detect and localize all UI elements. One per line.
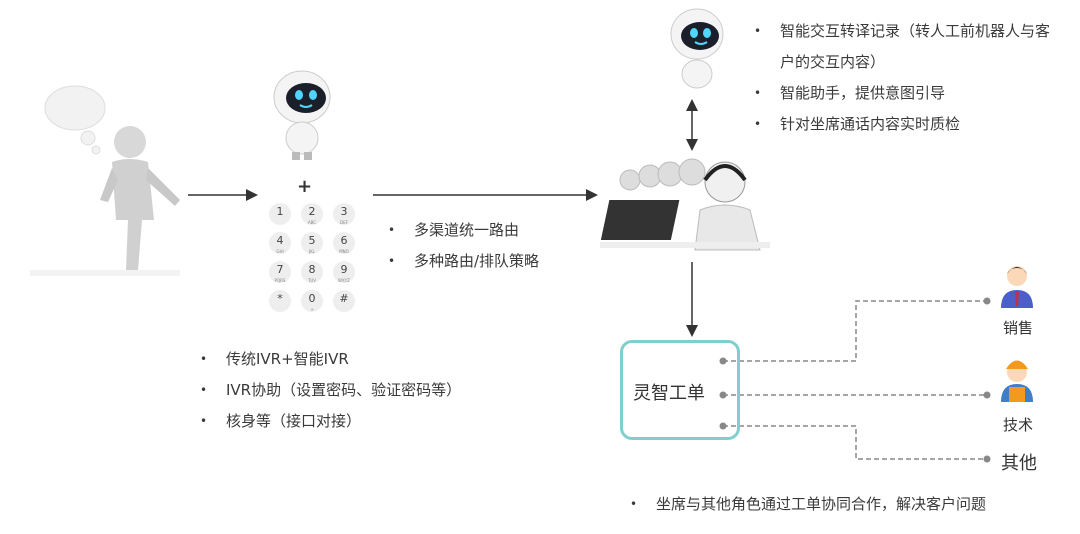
routing-features-list: 多渠道统一路由 多种路由/排队策略	[386, 215, 539, 277]
key-digit: 4	[276, 234, 284, 247]
ivr-feature: 核身等（接口对接）	[198, 406, 461, 437]
dashed-link-sales	[723, 300, 987, 362]
key-letters: PQRS	[274, 278, 286, 283]
key-digit: #	[339, 292, 349, 305]
keypad-key: 0+	[301, 290, 323, 312]
key-letters: DEF	[340, 220, 348, 225]
keypad-key: *	[269, 290, 291, 312]
keypad-key: #	[333, 290, 355, 312]
keypad-plus: +	[297, 176, 313, 197]
technician-icon	[1001, 360, 1033, 402]
key-digit: *	[277, 292, 283, 305]
work-order-box: 灵智工单	[620, 340, 740, 440]
ivr-feature: IVR协助（设置密码、验证密码等）	[198, 375, 461, 406]
key-digit: 3	[340, 205, 348, 218]
collaboration-note: 坐席与其他角色通过工单协同合作，解决客户问题	[628, 489, 986, 520]
key-digit: 9	[340, 263, 348, 276]
dashed-link-other	[723, 425, 987, 460]
customer-figure-icon	[30, 85, 180, 276]
robot-features-list: 智能交互转译记录（转人工前机器人与客户的交互内容） 智能助手，提供意图引导 针对…	[752, 16, 1062, 140]
key-digit: 5	[308, 234, 316, 247]
key-letters: +	[310, 307, 314, 312]
ivr-feature: 传统IVR+智能IVR	[198, 344, 461, 375]
role-other: 其他	[1001, 453, 1037, 474]
key-letters: WXYZ	[338, 278, 350, 283]
keypad-key: 1	[269, 203, 291, 225]
key-digit: 8	[308, 263, 316, 276]
key-letters: JKL	[308, 249, 316, 254]
routing-feature: 多种路由/排队策略	[386, 246, 539, 277]
role-sales: 销售	[1003, 319, 1034, 337]
role-tech: 技术	[1003, 416, 1034, 434]
key-digit: 2	[308, 205, 316, 218]
key-letters: TUV	[307, 278, 317, 283]
key-letters: MNO	[339, 249, 349, 254]
work-order-label: 灵智工单	[633, 383, 705, 404]
robot-feature: 针对坐席通话内容实时质检	[752, 109, 1062, 140]
sales-person-icon	[1001, 266, 1033, 308]
key-digit: 6	[340, 234, 348, 247]
robot-feature: 智能交互转译记录（转人工前机器人与客户的交互内容）	[752, 16, 1062, 78]
robot-feature: 智能助手，提供意图引导	[752, 78, 1062, 109]
robot-icon-top	[670, 8, 724, 89]
key-digit: 0	[308, 292, 316, 305]
collaboration-list: 坐席与其他角色通过工单协同合作，解决客户问题	[628, 489, 986, 520]
ivr-features-list: 传统IVR+智能IVR IVR协助（设置密码、验证密码等） 核身等（接口对接）	[198, 344, 461, 437]
robot-icon	[273, 70, 331, 160]
key-digit: 7	[276, 263, 284, 276]
key-letters: ABC	[307, 220, 317, 225]
routing-feature: 多渠道统一路由	[386, 215, 539, 246]
call-center-agents-icon	[600, 158, 770, 251]
key-letters: GHI	[276, 249, 284, 254]
key-digit: 1	[276, 205, 284, 218]
